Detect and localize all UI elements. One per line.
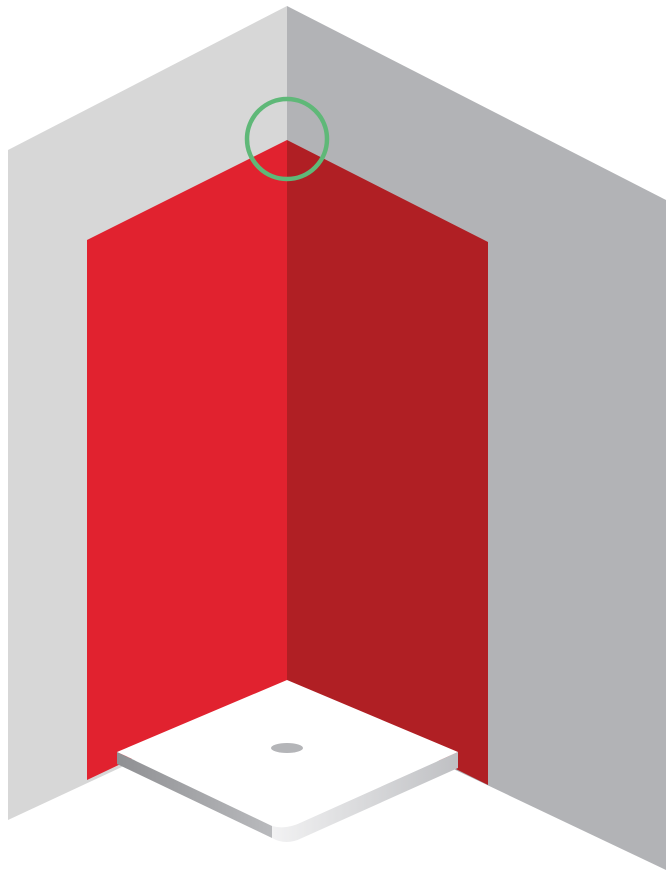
tray-edge-left (117, 752, 272, 838)
shower-tray (117, 680, 458, 842)
tray-top (117, 680, 458, 826)
panel-right (287, 140, 488, 785)
corner-highlight-ring-icon (244, 96, 330, 182)
tray-edge-front (272, 752, 458, 842)
drain-icon (271, 743, 303, 753)
panel-left (87, 140, 287, 780)
